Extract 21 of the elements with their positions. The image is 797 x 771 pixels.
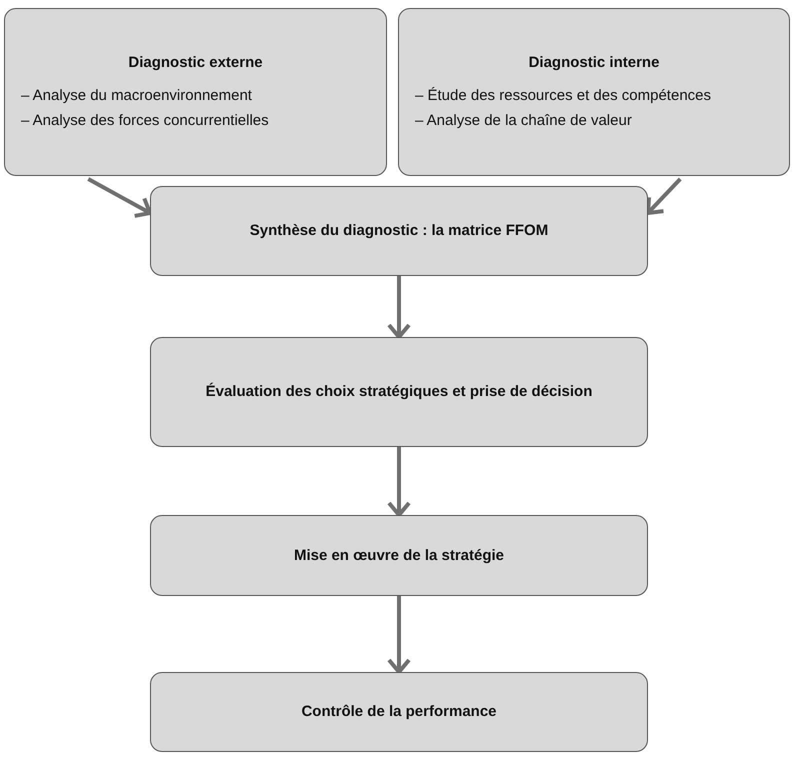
process-box (150, 337, 648, 447)
process-box (4, 8, 387, 176)
list-item: – Analyse du macroenvironnement (21, 86, 252, 106)
box-heading: Diagnostic interne (528, 52, 660, 72)
box-heading: Contrôle de la performance (301, 702, 497, 722)
process-box (150, 672, 648, 752)
box-heading: Diagnostic externe (128, 52, 263, 72)
arrow (387, 596, 411, 674)
arrow (387, 276, 411, 339)
list-item: – Analyse de la chaîne de valeur (415, 111, 632, 131)
process-box (150, 515, 648, 596)
arrow (387, 447, 411, 517)
box-heading: Évaluation des choix stratégiques et prise de décision (206, 382, 592, 402)
list-item: – Étude des ressources et des compétences (415, 86, 712, 106)
arrow (646, 178, 682, 215)
arrow (87, 177, 152, 218)
process-box (150, 186, 648, 276)
box-heading: Synthèse du diagnostic : la matrice FFOM (250, 221, 548, 241)
list-item: – Analyse des forces concurrentielles (21, 111, 269, 131)
process-box (398, 8, 790, 176)
box-heading: Mise en œuvre de la stratégie (294, 546, 504, 566)
